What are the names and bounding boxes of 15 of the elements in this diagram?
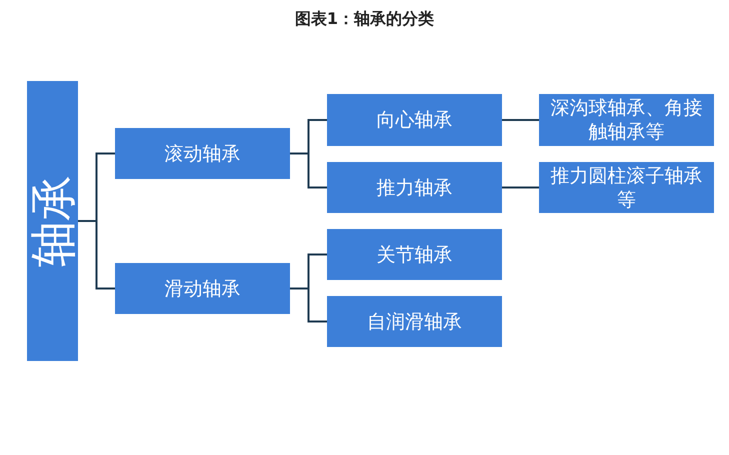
category-box: 推力圆柱滚子轴承等	[539, 162, 714, 213]
category-box: 向心轴承	[327, 94, 502, 146]
connector-line	[290, 288, 327, 322]
category-box: 深沟球轴承、角接触轴承等	[539, 94, 714, 146]
root-box: 轴承	[27, 81, 78, 361]
title: 图表1：轴承的分类	[294, 9, 434, 30]
category-box: 推力轴承	[327, 162, 502, 213]
category-box: 滑动轴承	[115, 263, 290, 314]
connector-line	[290, 152, 327, 188]
connector-line	[502, 186, 539, 188]
category-box: 滚动轴承	[115, 128, 290, 179]
connector-line	[502, 119, 539, 121]
category-box: 关节轴承	[327, 229, 502, 280]
category-box: 自润滑轴承	[327, 296, 502, 347]
connector-line	[78, 220, 115, 290]
